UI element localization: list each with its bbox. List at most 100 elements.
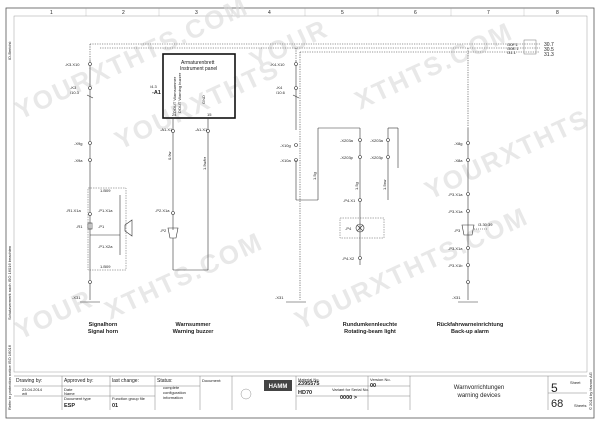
backup-alarm-circuit <box>461 128 488 300</box>
tb-variant: 0000 > <box>340 395 357 401</box>
r1-x1a: -R1.X1a <box>66 208 81 213</box>
tb-sheet-no: 5 <box>551 381 558 395</box>
p2-x1a: -P2.X1a <box>155 208 170 213</box>
backup-gnd: -X31 <box>452 295 461 300</box>
panel-title-en: Instrument panel <box>180 66 217 72</box>
warning-buzzer-circuit <box>167 118 210 271</box>
tb-sheet-title-en: warning devices <box>456 393 500 399</box>
buzzer-wire-2: 1.5w/br <box>202 156 207 170</box>
side-copyright: © 2014 by Hamm AG <box>588 372 593 410</box>
bus-label-31-3: 31.3 <box>544 52 554 58</box>
circle-stamp-icon <box>240 388 252 400</box>
col-2: 2 <box>122 10 125 16</box>
col-1: 1 <box>50 10 53 16</box>
signal-horn-circuit <box>86 60 133 300</box>
p1-label: -P1 <box>98 224 105 229</box>
tb-version-label: Version No. <box>370 377 391 382</box>
x8g-label: -X8g <box>454 141 462 146</box>
supply-bus <box>89 43 540 300</box>
panel-ref: /4.3 <box>150 84 157 89</box>
tb-status-complete: complete <box>163 385 180 390</box>
tb-doc-type-label: Document type <box>64 396 92 401</box>
beam-wire-2: 1.5g <box>354 182 359 190</box>
p4-x1: -P4.X1 <box>343 198 356 203</box>
tb-status-config: configuration <box>163 390 186 395</box>
panel-title-de: Armaturenbrett <box>181 60 215 66</box>
svg-text:XTHTS.COM: XTHTS.COM <box>100 226 268 326</box>
r1-label: -R1 <box>76 224 83 229</box>
p1-x2a: -P1.X2a <box>98 244 113 249</box>
backup-labels: -X8g -X8a -P3.X1a -P3.X1a -P3 -P3.X1a -P… <box>448 141 493 300</box>
caption-horn-de: Signalhorn <box>89 322 118 328</box>
side-id: ID-Bericht: <box>7 41 12 60</box>
beam-gnd: -X31 <box>275 295 284 300</box>
caption-backup-de: Rückfahrwarneinrichtung <box>437 322 504 328</box>
tb-material-label: Material No. <box>298 377 320 382</box>
x8a-label: -X8a <box>454 158 463 163</box>
beam-wire-1: 1.5g <box>312 172 317 180</box>
column-ruler-top <box>85 8 525 16</box>
bus-labels: /30F.1 /30E.1 /31.1 30.7 30.5 31.3 <box>507 39 554 58</box>
tb-sheet-label: Sheet <box>570 380 581 385</box>
svg-text:XTHTS.COM: XTHTS.COM <box>350 16 518 116</box>
x203a-left: -X203a <box>340 138 354 143</box>
p4-x2: -P4.X2 <box>342 256 355 261</box>
tb-name-label: Name <box>64 391 75 396</box>
tb-model: HD70 <box>298 390 312 396</box>
tb-date1: 23.04.2014 <box>22 387 43 392</box>
panel-pin-de: DOUT Warnsummer <box>172 76 177 113</box>
bus-tag-3: /31.1 <box>507 50 517 55</box>
tb-name1: wit <box>22 391 28 396</box>
caption-backup-en: Back-up alarm <box>451 329 489 335</box>
caption-buzzer-de: Warnsummer <box>176 322 212 328</box>
svg-text:YOURXTHTS.COM: YOURXTHTS.COM <box>290 201 533 336</box>
svg-text:HAMM: HAMM <box>269 384 288 390</box>
caption-buzzer-en: Warning buzzer <box>173 329 215 335</box>
k4-relay: -K4 <box>276 85 283 90</box>
x10a-label: -X10a <box>280 158 291 163</box>
side-protection: Schutzvermerk nach ISO 16016 beachten <box>7 246 12 320</box>
tb-date-label: Date <box>64 387 73 392</box>
buzzer-labels: Armaturenbrett Instrument panel /4.3 -A1… <box>150 60 217 233</box>
title-block-text: Drawing by: Approved by: last change: St… <box>16 377 586 410</box>
p3-x1a-2: -P3.X1a <box>448 209 463 214</box>
p4-label: -P4 <box>345 226 352 231</box>
panel-pin-15: 15 <box>207 112 212 117</box>
x10g-label: -X10g <box>280 143 291 148</box>
k3-relay: -K3 <box>70 85 77 90</box>
drawing-area <box>13 15 588 373</box>
caption-beam-de: Rundumkennleuchte <box>343 322 397 328</box>
tb-drawing-by: Drawing by: <box>16 378 42 384</box>
tb-approved-by: Approved by: <box>64 378 93 384</box>
x9a-label: -X9a <box>74 158 83 163</box>
p3-x1a-3: -P3.X1a <box>448 246 463 251</box>
p3-x1a-1: -P3.X1a <box>448 192 463 197</box>
buzzer-wire-1: 0.9w <box>167 151 172 160</box>
p1-x1a: -P1.X1a <box>98 208 113 213</box>
col-7: 7 <box>487 10 490 16</box>
side-refer: Refer to protection notice ISO 16016 <box>7 344 12 410</box>
col-4: 4 <box>268 10 271 16</box>
sheet-frame <box>5 7 595 419</box>
tb-status: Status: <box>157 378 173 384</box>
title-block <box>14 375 587 410</box>
instrument-panel-block <box>162 53 236 119</box>
col-5: 5 <box>341 10 344 16</box>
caption-horn-en: Signal horn <box>88 329 119 335</box>
horn-gnd: -X31 <box>72 295 81 300</box>
p3-x1b: -P3.X1b <box>448 263 463 268</box>
bus-tag-1: /30F.1 <box>507 42 519 47</box>
svg-text:YOUR: YOUR <box>10 283 98 345</box>
svg-text:YOURXTHTS: YOURXTHTS <box>420 103 594 206</box>
tb-material-no: 2395575 <box>298 381 319 387</box>
tb-document-label: Document: <box>202 378 221 383</box>
x9g-label: -X9g <box>74 141 82 146</box>
x203p-right: -X203p <box>370 155 384 160</box>
captions: Signalhorn Signal horn Warnsummer Warnin… <box>88 322 503 335</box>
bus-tag-2: /30E.1 <box>507 46 519 51</box>
tb-total-sheets: 68 <box>551 398 563 410</box>
bus-label-30-5: 30.5 <box>544 47 554 53</box>
k3-ref: /10.3 <box>70 90 80 95</box>
tb-doc-type: ESP <box>64 403 75 409</box>
bus-label-30-7: 30.7 <box>544 42 554 48</box>
